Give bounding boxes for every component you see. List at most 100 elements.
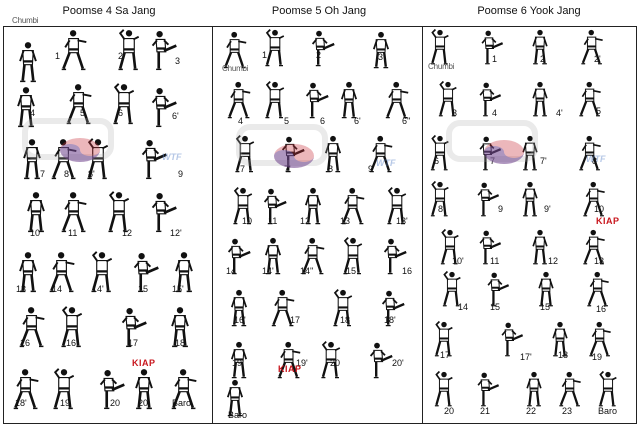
taegeuk-logo-icon [272,142,316,170]
step-label: 6 [434,156,440,166]
step-label: 13 [340,216,351,226]
step-label: 12 [548,256,559,266]
step-label: 8 [438,204,444,214]
figure-yook-jang-5 [478,80,502,118]
step-label: 7' [540,156,547,166]
figure-yook-jang-20 [440,270,464,308]
kiap-label: KIAP [132,358,156,368]
step-label: 14 [226,266,237,276]
step-label: 15 [346,266,357,276]
figure-sa-jang-7 [150,85,178,129]
kiap-label: KIAP [596,216,620,226]
step-label: 20 [110,398,121,408]
step-label: 19 [232,358,243,368]
step-label: 8 [592,156,598,166]
figure-oh-jang-8 [384,80,410,120]
step-label: 1 [492,54,498,64]
step-label: 6'' [402,116,411,126]
figure-yook-jang-6 [528,80,552,118]
figure-oh-jang-6 [304,80,330,120]
step-label: 16' [234,315,246,325]
figure-oh-jang-10 [280,134,306,174]
step-label: 14' [92,284,104,294]
figure-yook-jang-28 [432,370,456,408]
taegeuk-logo-icon [482,138,526,166]
step-label: 15 [138,284,149,294]
figure-yook-jang-0 [428,28,452,66]
step-label: 5 [596,106,602,116]
step-label: 4 [238,116,244,126]
figure-sa-jang-13 [60,190,88,234]
step-label: 17 [290,315,301,325]
figure-oh-jang-12 [368,134,394,174]
watermark-frame [446,120,538,162]
column-divider [422,26,423,424]
step-label: 7 [40,169,46,179]
step-label: 6 [118,108,124,118]
step-label: 2 [316,50,322,60]
taegeuk-logo-icon [58,136,102,164]
step-label: 8 [328,164,334,174]
figure-sa-jang-1 [60,28,88,72]
step-label: 13' [396,216,408,226]
step-label: 18 [175,338,186,348]
step-label: 1 [55,51,61,61]
step-label: 20 [330,358,341,368]
figure-yook-jang-17 [478,228,502,266]
step-label: 12 [300,216,311,226]
step-label: 20' [138,398,150,408]
step-label: 6' [354,116,361,126]
figure-sa-jang-18 [88,250,116,294]
step-label: 21 [480,406,491,416]
watermark-text: WTF [376,158,396,168]
step-label: 17' [520,352,532,362]
step-label: 3 [175,56,181,66]
step-label: 9 [498,204,504,214]
watermark-frame [22,118,114,160]
step-label: 18 [558,350,569,360]
step-label: 16 [20,338,31,348]
column-title-oh-jang: Poomse 5 Oh Jang [271,5,367,17]
figure-yook-jang-1 [480,28,504,66]
step-label: 12 [122,228,133,238]
step-label: 12' [170,228,182,238]
step-label: 16' [66,338,78,348]
step-label: 20 [444,406,455,416]
figure-yook-jang-3 [580,28,604,66]
figure-sa-jang-3 [150,28,178,72]
step-label: 7 [240,164,246,174]
figure-yook-jang-8 [428,134,452,172]
step-label: 15' [172,284,184,294]
step-label: 14 [458,302,469,312]
step-label: 9 [368,164,374,174]
figure-oh-jang-29 [318,340,344,380]
figure-yook-jang-26 [548,320,572,358]
step-label: 7 [490,156,495,166]
figure-sa-jang-28 [130,367,158,411]
step-label: 3 [452,108,458,118]
step-label: 11 [68,228,78,238]
figure-yook-jang-13 [476,180,500,218]
step-label: 2 [118,51,124,61]
step-label: 4 [30,108,36,118]
step-label: Baro [228,410,248,420]
figure-yook-jang-25 [500,320,524,358]
figure-yook-jang-27 [588,320,612,358]
step-label: 16 [402,266,413,276]
figure-oh-jang-13 [230,186,256,226]
figure-oh-jang-19 [260,236,286,276]
figure-yook-jang-15 [582,180,606,218]
figure-oh-jang-4 [226,80,252,120]
step-label: 15 [490,302,501,312]
figure-oh-jang-7 [336,80,362,120]
step-label: Baro [598,406,618,416]
figure-sa-jang-21 [18,305,46,349]
figure-yook-jang-11 [578,134,602,172]
figure-oh-jang-0 [222,30,248,70]
figure-oh-jang-25 [330,288,356,328]
figure-sa-jang-11 [140,137,168,181]
figure-oh-jang-15 [300,186,326,226]
figure-sa-jang-25 [12,367,40,411]
figure-oh-jang-22 [382,236,408,276]
kiap-label: KIAP [278,364,302,374]
